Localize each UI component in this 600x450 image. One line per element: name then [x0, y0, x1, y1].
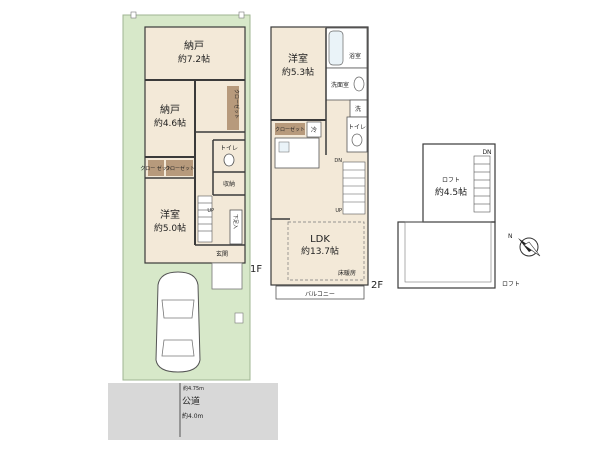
stairs-up-2f: UP	[335, 208, 342, 214]
road-width-top: 約4.75m	[183, 385, 204, 392]
toilet-fixture	[223, 153, 235, 167]
loft-inner-void	[404, 221, 492, 283]
storage-label: 収納	[223, 180, 235, 188]
loft-stairs-dn: DN	[482, 149, 491, 156]
entrance-porch	[211, 262, 243, 290]
road-width: 約4.0m	[182, 412, 204, 420]
storage-b-name: 納戸	[160, 103, 180, 116]
ldk-name: LDK	[310, 234, 330, 245]
post	[238, 11, 245, 19]
ldk-area: 約13.7帖	[301, 245, 339, 257]
closet-band-small	[148, 160, 164, 176]
shoe-storage-label: 下足入	[232, 214, 238, 229]
bathtub	[328, 30, 344, 66]
compass: N	[508, 233, 541, 257]
floor-heating-label: 床暖房	[338, 269, 356, 277]
public-road	[108, 383, 278, 440]
sink	[353, 76, 365, 92]
balcony-label: バルコニー	[305, 291, 335, 298]
stairs-dn-2f: DN	[334, 158, 342, 164]
storage-a-area: 約7.2帖	[178, 53, 210, 65]
shoe-storage	[229, 209, 243, 245]
stairs-1f	[197, 195, 213, 243]
western-2f-area: 約5.3帖	[282, 66, 314, 78]
kitchen-sink	[278, 141, 290, 153]
south-arrow-icon	[523, 241, 541, 257]
road: 約4.75m 公道 約4.0m	[108, 383, 278, 440]
compass-north-label: N	[508, 233, 513, 240]
storage-b-area: 約4.6帖	[154, 117, 186, 129]
road-name: 公道	[182, 395, 200, 407]
floor1-label: 1F	[250, 264, 262, 275]
loft-area: 約4.5帖	[435, 186, 467, 198]
washer-label: 洗	[355, 105, 361, 113]
post	[130, 11, 137, 19]
bathroom-label: 浴室	[349, 52, 361, 60]
floor-1: 納戸 約7.2帖 納戸 約4.6帖 洋室 約5.0帖 クローゼット クロー ゼッ…	[122, 11, 262, 381]
loft-floor: DN ロフト 約4.5帖 ロフト	[397, 143, 520, 289]
fridge	[306, 121, 322, 138]
storage-a-name: 納戸	[184, 39, 204, 52]
floor-heating-zone	[287, 221, 365, 281]
closet-band-2f	[275, 123, 305, 135]
closet-mid-label: クローゼット	[165, 165, 195, 172]
entrance-label: 玄関	[216, 250, 228, 258]
fridge-label: 冷	[311, 126, 317, 134]
closet-small-label: クロー ゼット	[140, 165, 172, 172]
closet-band-vertical	[227, 86, 239, 130]
stairs-2f	[342, 161, 366, 215]
closet-2f-label: クローゼット	[275, 126, 305, 133]
floor2-label: 2F	[371, 280, 383, 291]
loft-lower-outline	[397, 221, 496, 289]
toilet-fixture-2f	[351, 133, 363, 147]
closet-vertical-label: クローゼット	[233, 89, 240, 119]
meter-box	[234, 312, 244, 324]
western-1f-area: 約5.0帖	[154, 222, 186, 234]
loft-stairs	[473, 155, 491, 213]
stairs-up-1f: UP	[207, 208, 214, 214]
toilet-2f-label: トイレ	[348, 124, 366, 131]
toilet-1f-label: トイレ	[220, 145, 238, 152]
loft-label: ロフト	[502, 281, 520, 288]
loft-name: ロフト	[442, 177, 460, 184]
floor-2: 洋室 約5.3帖 浴室 洗面室 洗 クローゼット 冷 トイレ DN UP LDK…	[270, 26, 383, 300]
western-1f-name: 洋室	[160, 208, 180, 221]
western-2f-name: 洋室	[288, 52, 308, 65]
balcony-area	[275, 285, 365, 300]
closet-band-mid	[166, 160, 193, 176]
car-icon	[155, 271, 201, 373]
washroom-label: 洗面室	[331, 81, 349, 89]
